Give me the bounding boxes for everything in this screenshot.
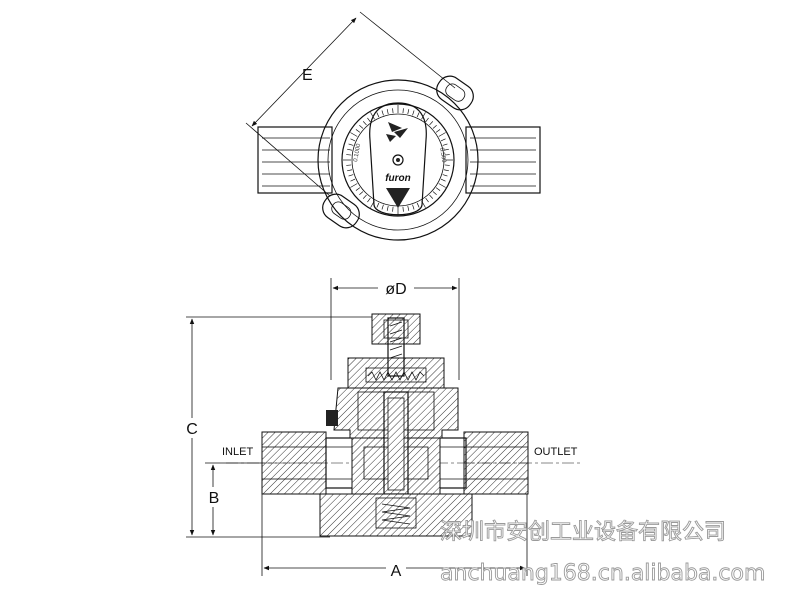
dial-tick [367,117,371,123]
dimension-b: B [205,462,262,536]
dial-tick [350,183,358,188]
dimension-a-label: A [391,563,402,580]
dimension-c: C [183,316,372,538]
dial-tick [425,197,429,203]
dial-tick [350,178,356,182]
inlet-label: INLET [222,446,253,458]
dial-tick [367,197,371,203]
dial-tick [347,148,353,151]
watermark: 深圳市安创工业设备有限公司 anchuang168.cn.alibaba.com [440,520,766,587]
dial-tick [381,110,384,116]
top-mount-ear-sw [322,193,360,229]
dial-tick [407,205,410,211]
watermark-url: anchuang168.cn.alibaba.com [440,561,765,586]
dial-tick [362,121,367,126]
top-dial-ticks [343,105,453,215]
dial-tick [350,138,356,142]
dial-tick [443,148,449,151]
dial-tick [392,206,394,212]
top-view: 0.1000 0.500 furon E [245,11,541,241]
dial-tick [432,124,437,129]
dial-tick [350,132,358,137]
dimension-b-label: B [209,490,220,507]
top-knob [369,102,427,216]
dial-tick [435,187,441,191]
dial-right-scale: 0.500 [438,147,447,163]
dimension-d: øD [330,278,460,380]
dial-tick [432,191,437,196]
dial-tick [407,109,410,115]
dial-tick [440,178,446,182]
dial-tick [362,194,367,199]
dial-tick [438,132,446,137]
dial-tick [346,154,352,156]
spring-icon [381,503,411,525]
dimension-a: A [261,492,528,580]
dial-tick [347,169,353,172]
dial-tick [376,112,380,118]
dimension-d-label: øD [385,281,406,298]
dial-tick [346,164,352,166]
bottom-cap [319,493,473,537]
dial-tick [412,204,415,210]
dial-tick [416,112,420,118]
dial-tick [402,206,404,212]
dial-tick [359,191,364,196]
watermark-company: 深圳市安创工业设备有限公司 [440,520,726,545]
top-dial-ring [341,103,455,217]
dimension-e: E [245,11,456,197]
dial-tick [438,183,446,188]
dial-tick [421,112,426,120]
center-screw-dot [396,158,400,162]
dial-tick [442,143,448,146]
center-screw [392,154,404,166]
dial-tick [355,187,361,191]
direction-arrow-icon [386,188,410,208]
brand-logo [386,122,408,142]
dial-tick [348,174,354,177]
dial-tick [412,110,415,116]
dial-tick [444,154,450,156]
dial-tick [429,194,434,199]
dial-tick [435,129,441,133]
dial-tick [370,112,375,120]
diaphragm [347,357,445,389]
outlet-label: OUTLET [534,446,578,458]
dial-tick [440,138,446,142]
dial-tick [376,202,380,208]
dial-tick [444,164,450,166]
dial-tick [402,108,404,114]
dimension-c-label: C [186,421,198,438]
dial-tick [425,117,429,123]
top-mount-ear-ne [436,75,474,111]
dial-tick [429,121,434,126]
dial-tick [359,124,364,129]
section-view: øD C B A [183,278,580,580]
top-right-handle [465,126,541,194]
dimension-e-label: E [302,67,313,84]
dial-tick [442,174,448,177]
dial-tick [355,129,361,133]
dial-tick [381,204,384,210]
adjust-knob [371,313,421,377]
valve-stem [383,391,409,495]
top-mid-ring [327,89,469,231]
dial-tick [392,108,394,114]
dial-tick [416,202,420,208]
dial-tick [386,109,389,115]
dial-left-scale: 0.1000 [353,143,362,163]
dial-tick [386,205,389,211]
brand-label: furon [385,173,411,184]
top-outer-ring [317,79,479,241]
dial-tick [443,169,449,172]
dial-tick [348,143,354,146]
